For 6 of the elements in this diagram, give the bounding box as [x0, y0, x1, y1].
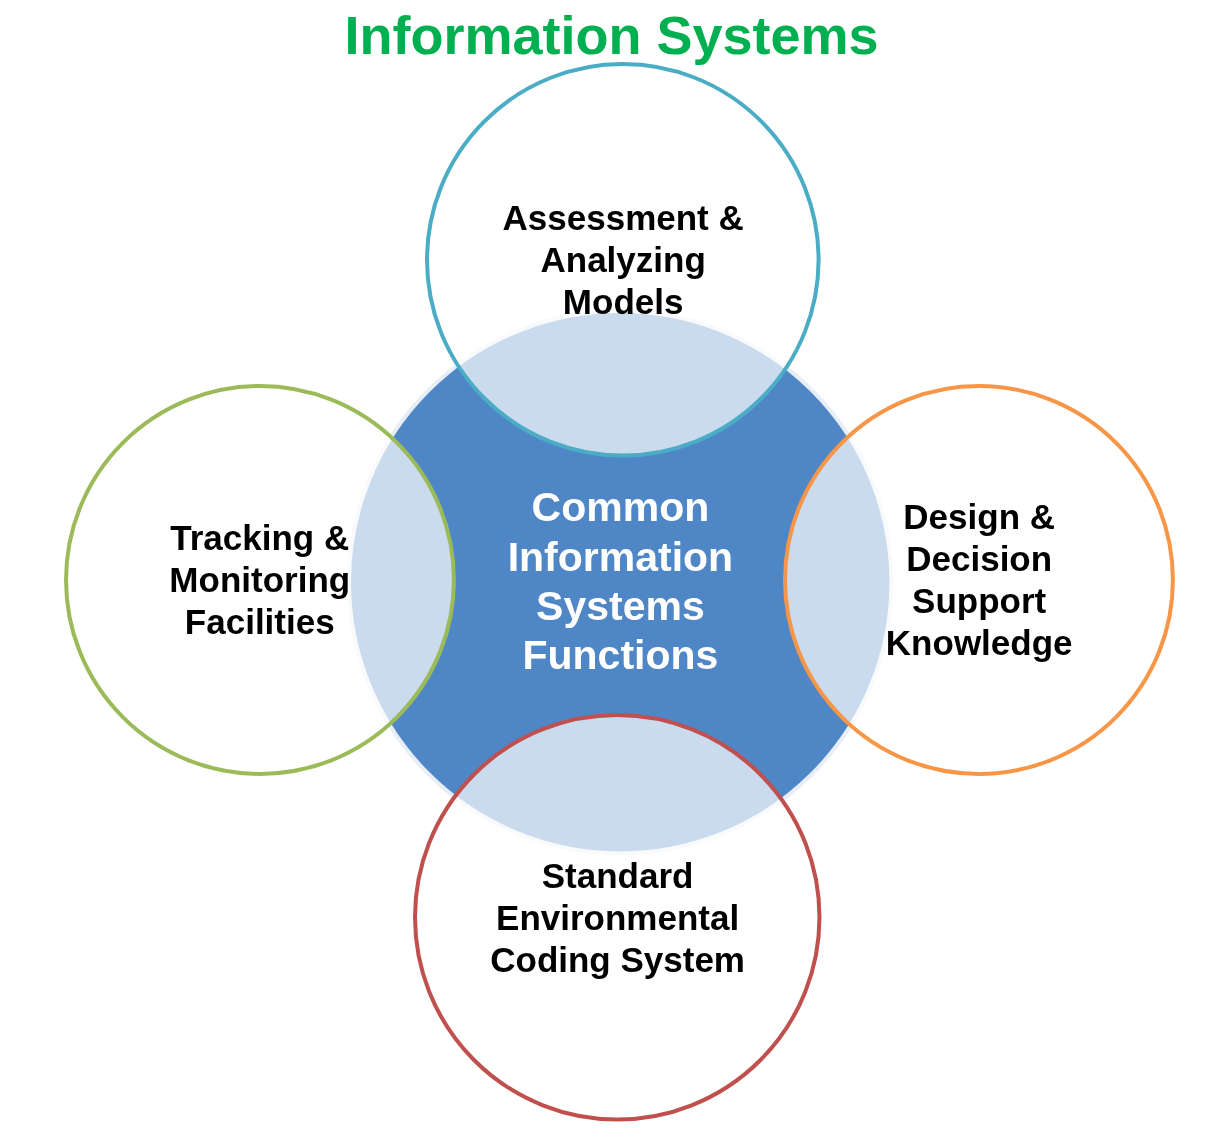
circle-label: Standard Environmental Coding System [489, 854, 746, 981]
circle-label: Assessment & Analyzing Models [501, 196, 745, 323]
circle-label: Design & Decision Support Knowledge [884, 495, 1074, 664]
center-label: Common Information Systems Functions [506, 483, 735, 680]
title: Information Systems [343, 4, 880, 66]
circle-label: Tracking & Monitoring Facilities [168, 516, 352, 643]
